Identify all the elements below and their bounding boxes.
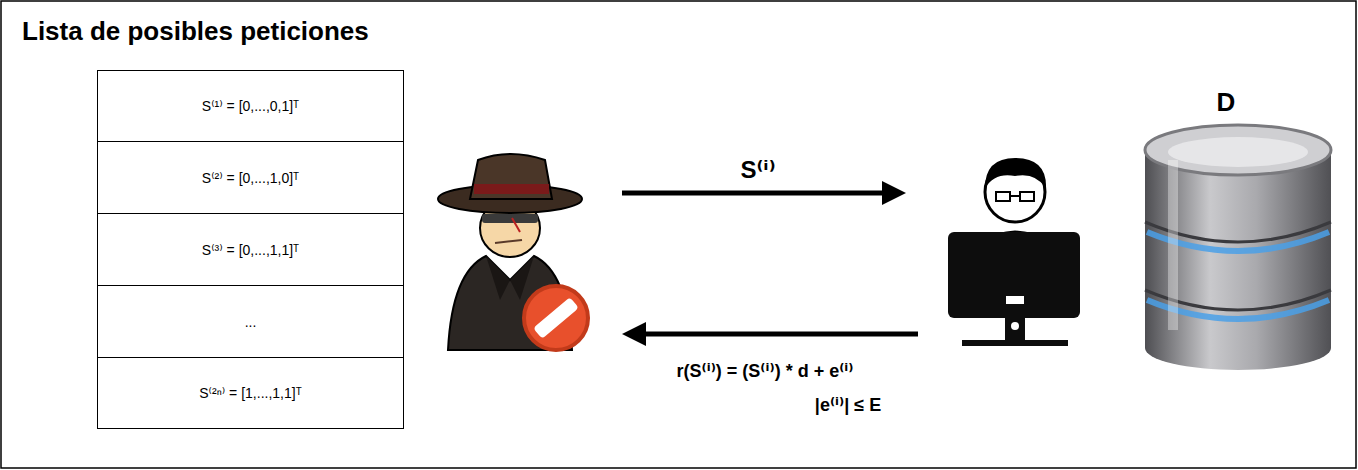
response-arrow bbox=[622, 322, 918, 346]
analyst-icon bbox=[948, 158, 1080, 346]
table-row: S⁽¹⁾ = [0,...,0,1]ᵀ bbox=[97, 70, 404, 142]
table-row: S⁽³⁾ = [0,...,1,1]ᵀ bbox=[97, 213, 404, 286]
attacker-icon bbox=[438, 154, 588, 350]
row-text: S⁽²⁾ = [0,...,1,0]ᵀ bbox=[194, 170, 307, 186]
row-text: S⁽²ⁿ⁾ = [1,...,1,1]ᵀ bbox=[191, 385, 309, 401]
table-row: ... bbox=[97, 285, 404, 358]
error-bound: |e⁽ⁱ⁾| ≤ E bbox=[815, 396, 881, 416]
heading: Lista de posibles peticiones bbox=[22, 16, 369, 47]
row-text: S⁽¹⁾ = [0,...,0,1]ᵀ bbox=[194, 98, 307, 114]
request-label: S⁽ⁱ⁾ bbox=[740, 157, 775, 183]
response-formula: r(S⁽ⁱ⁾) = (S⁽ⁱ⁾) * d + e⁽ⁱ⁾ bbox=[677, 362, 854, 382]
database-icon bbox=[1145, 125, 1331, 370]
table-row: S⁽²ⁿ⁾ = [1,...,1,1]ᵀ bbox=[97, 357, 404, 429]
request-arrow bbox=[622, 181, 906, 205]
table-row: S⁽²⁾ = [0,...,1,0]ᵀ bbox=[97, 141, 404, 214]
database-label: D bbox=[1217, 88, 1236, 117]
row-text: ... bbox=[237, 314, 265, 330]
row-text: S⁽³⁾ = [0,...,1,1]ᵀ bbox=[194, 242, 307, 258]
